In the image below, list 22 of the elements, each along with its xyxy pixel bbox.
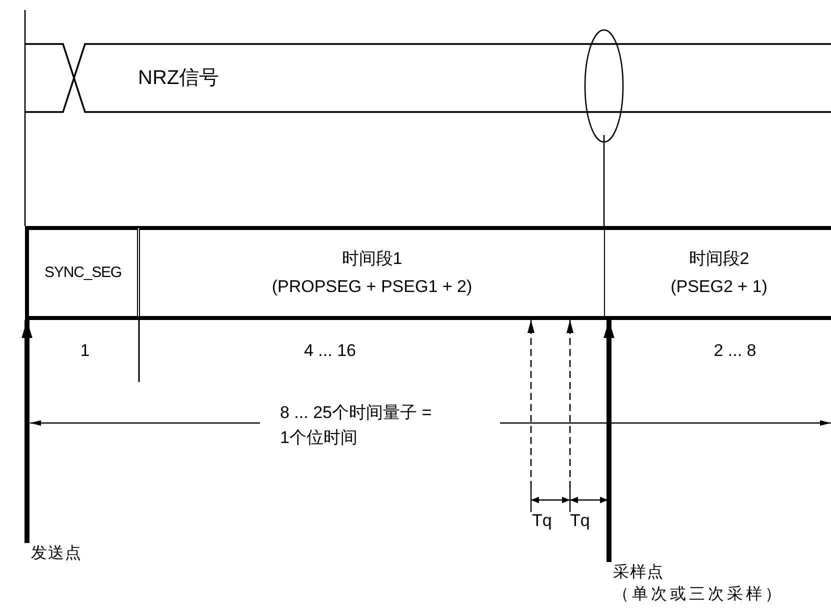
point-label: 发送点	[31, 544, 82, 564]
quantum-label: Tq	[570, 511, 590, 531]
segment-formula: (PSEG2 + 1)	[670, 276, 768, 298]
segment-title: SYNC_SEG	[44, 263, 122, 283]
arrow	[604, 320, 614, 562]
segment-box	[605, 226, 831, 320]
segment-length: 1	[80, 341, 90, 361]
segment-length: 2 ... 8	[714, 341, 756, 361]
segment-box	[25, 226, 140, 320]
point-label: 采样点	[613, 563, 664, 583]
segment-title: 时间段1	[342, 248, 402, 270]
dashed-arrow	[566, 320, 574, 488]
segment-box	[140, 226, 605, 320]
segment-title: 时间段2	[688, 248, 750, 270]
arrow	[22, 320, 32, 543]
bit-time-note: 8 ... 25个时间量子 = 1个位时间	[280, 402, 433, 449]
dashed-arrow	[527, 320, 535, 488]
note-text: （单次或三次采样）	[613, 585, 784, 605]
quantum-label: Tq	[532, 511, 552, 531]
segment-length: 4 ... 16	[304, 341, 356, 361]
signal-label: NRZ信号	[138, 66, 220, 91]
segment-formula: (PROPSEG + PSEG1 + 2)	[272, 276, 472, 298]
